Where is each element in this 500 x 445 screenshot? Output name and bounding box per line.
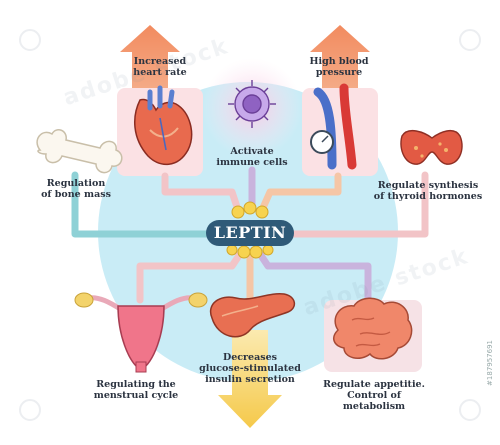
adipose-cells-icon [226, 201, 274, 259]
heart-icon [134, 85, 193, 165]
line-pressure [258, 172, 342, 214]
line-bone [71, 171, 214, 238]
pressure-panel [302, 88, 378, 176]
watermark-marks [19, 29, 481, 421]
bone-icon [36, 129, 123, 174]
line-appetite [256, 250, 372, 304]
thyroid-icon [400, 129, 463, 165]
pancreas-icon [209, 293, 296, 338]
stock-id: #187957691 [486, 340, 494, 386]
label-bone-mass: Regulation of bone mass [41, 178, 111, 200]
label-heart-rate: Increased heart rate [133, 56, 187, 78]
uterus-icon [74, 292, 208, 373]
leptin-center-label: LEPTIN [206, 220, 294, 246]
immune-cell-icon [228, 80, 276, 128]
blood-vessel-icon [310, 83, 357, 170]
label-insulin: Decreases glucose-stimulated insulin sec… [199, 352, 301, 385]
insulin-down-arrow [218, 330, 282, 428]
label-thyroid: Regulate synthesis of thyroid hormones [373, 180, 483, 202]
label-appetite: Regulate appetitie. Control of metabolis… [323, 379, 425, 412]
label-immune-cells: Activate immune cells [216, 146, 288, 168]
brain-icon [333, 297, 413, 360]
line-menstrual [136, 250, 244, 304]
line-thyroid [286, 171, 429, 238]
label-menstrual-cycle: Regulating the menstrual cycle [93, 379, 179, 401]
label-blood-pressure: High blood pressure [309, 56, 369, 78]
line-heart [161, 172, 242, 214]
